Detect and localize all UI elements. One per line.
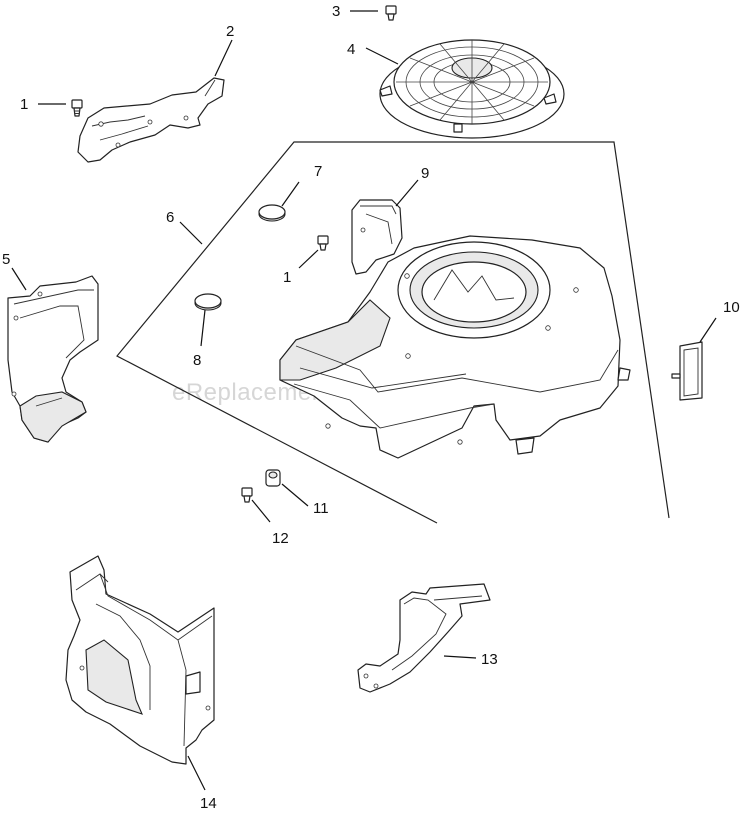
leader-9 (395, 179, 419, 207)
leader-4 (365, 47, 399, 65)
leader-10 (699, 317, 717, 343)
part-screw-1a (71, 99, 83, 117)
callout-8: 8 (193, 352, 201, 369)
callout-12: 12 (272, 530, 289, 547)
part-blower-housing-6 (279, 235, 631, 459)
leader-1b (298, 249, 319, 269)
callout-1a: 1 (20, 96, 28, 113)
leader-13 (443, 655, 477, 659)
callout-5: 5 (2, 251, 10, 268)
part-screw-12 (241, 487, 253, 503)
leader-11 (281, 483, 309, 507)
part-shroud-5 (7, 275, 99, 443)
assembly-outline (116, 141, 670, 524)
leader-7 (281, 181, 300, 207)
leader-12 (251, 499, 271, 523)
part-baffle-9 (351, 199, 403, 275)
callout-9: 9 (421, 165, 429, 182)
callout-6: 6 (166, 209, 174, 226)
callout-13: 13 (481, 651, 498, 668)
leader-8 (200, 309, 206, 347)
callout-14: 14 (200, 795, 217, 812)
leader-6 (179, 221, 203, 245)
leader-14 (187, 755, 206, 791)
part-screw-3 (385, 5, 397, 21)
callout-2: 2 (226, 23, 234, 40)
part-shroud-14 (65, 555, 215, 765)
callout-1b: 1 (283, 269, 291, 286)
callout-4: 4 (347, 41, 355, 58)
callout-11: 11 (313, 500, 329, 517)
part-plug-7 (258, 204, 286, 222)
part-bracket-2 (77, 77, 225, 163)
leader-5 (11, 267, 27, 291)
callout-7: 7 (314, 163, 322, 180)
part-screw-1b (317, 235, 329, 251)
part-grill-4 (379, 39, 565, 139)
part-plug-8 (194, 293, 222, 311)
callout-10: 10 (723, 299, 740, 316)
callout-3: 3 (332, 3, 340, 20)
part-nut-11 (265, 469, 281, 487)
part-cover-10 (671, 341, 703, 401)
leader-2 (214, 39, 233, 77)
part-bracket-13 (357, 583, 491, 693)
